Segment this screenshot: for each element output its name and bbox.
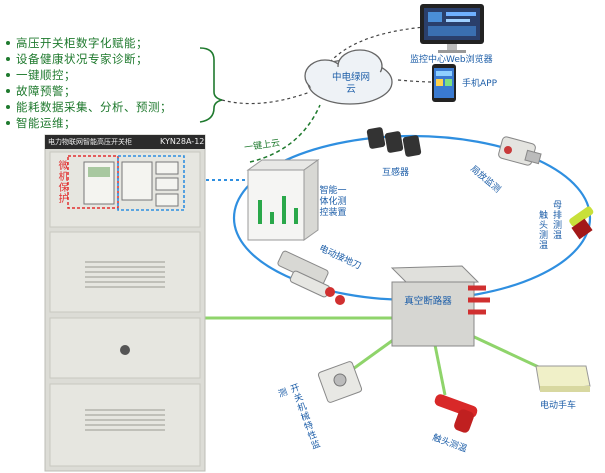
pd-sensor-icon: [498, 136, 542, 166]
contact-temp-sensor-icon: [434, 394, 478, 433]
ct-icon: [366, 127, 422, 157]
cloud-label: 中电绿网 云: [326, 72, 376, 96]
feature-item: 智能运维；: [4, 115, 76, 131]
ground-switch-icon: [277, 250, 345, 305]
cloud-label-line1: 中电绿网: [331, 72, 370, 83]
cabinet-title: 电力物联网智能高压开关柜: [48, 138, 132, 146]
cart-icon: [535, 365, 591, 392]
switchgear-cabinet: [44, 134, 206, 472]
smart-device-icon: [246, 159, 320, 241]
busbar-temp-sensor-icon: [569, 206, 594, 240]
cart-label: 电动手车: [540, 401, 577, 411]
feature-item: 高压开关柜数字化赋能；: [4, 35, 148, 51]
bullet-icon: [6, 56, 10, 61]
bullet-icon: [6, 88, 10, 93]
cloud-label-line2: 云: [346, 84, 356, 95]
mechanism-sensor-icon: [317, 361, 363, 403]
bullet-icon: [6, 104, 10, 109]
link-device-cloud: [249, 104, 321, 163]
breaker-label: 真空断路器: [404, 296, 452, 307]
ct-label: 互感器: [382, 168, 410, 178]
bullet-icon: [6, 120, 10, 125]
monitor-icon: [420, 4, 484, 53]
smart-device-label: 智能一体化测控装置: [319, 186, 347, 218]
relay-label: 微机保护: [56, 160, 67, 204]
web-label: 监控中心Web浏览器: [410, 55, 493, 65]
cabinet-model: KYN28A-12: [160, 137, 205, 146]
phone-icon: [432, 64, 456, 102]
app-label: 手机APP: [462, 79, 498, 89]
cloud-icon: [304, 49, 393, 105]
contact-temp-label: 触头测温: [537, 210, 547, 250]
link-cloud-web: [329, 25, 441, 63]
link-brace-cloud: [221, 91, 311, 105]
link-cloud-app: [397, 79, 435, 83]
feature-item: 设备健康状况专家诊断；: [4, 51, 148, 67]
feature-item: 一键顺控；: [4, 67, 76, 83]
breaker-icon: [390, 265, 490, 347]
bullet-icon: [6, 72, 10, 77]
feature-brace: [199, 47, 223, 123]
busbar-temp-label: 母排测温: [551, 200, 561, 240]
bullet-icon: [6, 40, 10, 45]
feature-item: 能耗数据采集、分析、预测；: [4, 99, 172, 115]
feature-item: 故障预警；: [4, 83, 76, 99]
